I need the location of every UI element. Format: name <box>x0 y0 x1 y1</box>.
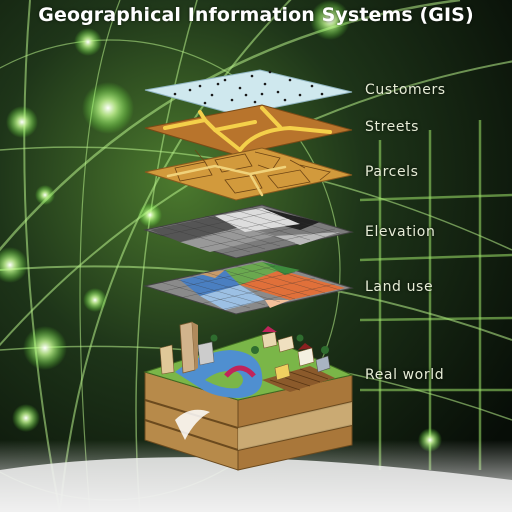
layer-parcels <box>144 147 353 201</box>
bottom-band <box>0 457 512 512</box>
label-streets: Streets <box>365 119 420 135</box>
layer-elevation <box>143 204 354 259</box>
label-elevation: Elevation <box>365 224 436 240</box>
white-swoosh <box>175 409 210 440</box>
layer-real-world <box>143 321 354 471</box>
layer-streets <box>144 104 353 156</box>
label-real-world: Real world <box>365 367 445 383</box>
layer-land-use <box>143 259 354 315</box>
label-customers: Customers <box>365 82 446 98</box>
right-grid <box>359 120 512 470</box>
customer-points <box>173 70 324 105</box>
layer-customers <box>144 69 353 116</box>
label-parcels: Parcels <box>365 164 419 180</box>
label-land-use: Land use <box>365 279 434 295</box>
diagram-title: Geographical Information Systems (GIS) <box>38 4 474 26</box>
